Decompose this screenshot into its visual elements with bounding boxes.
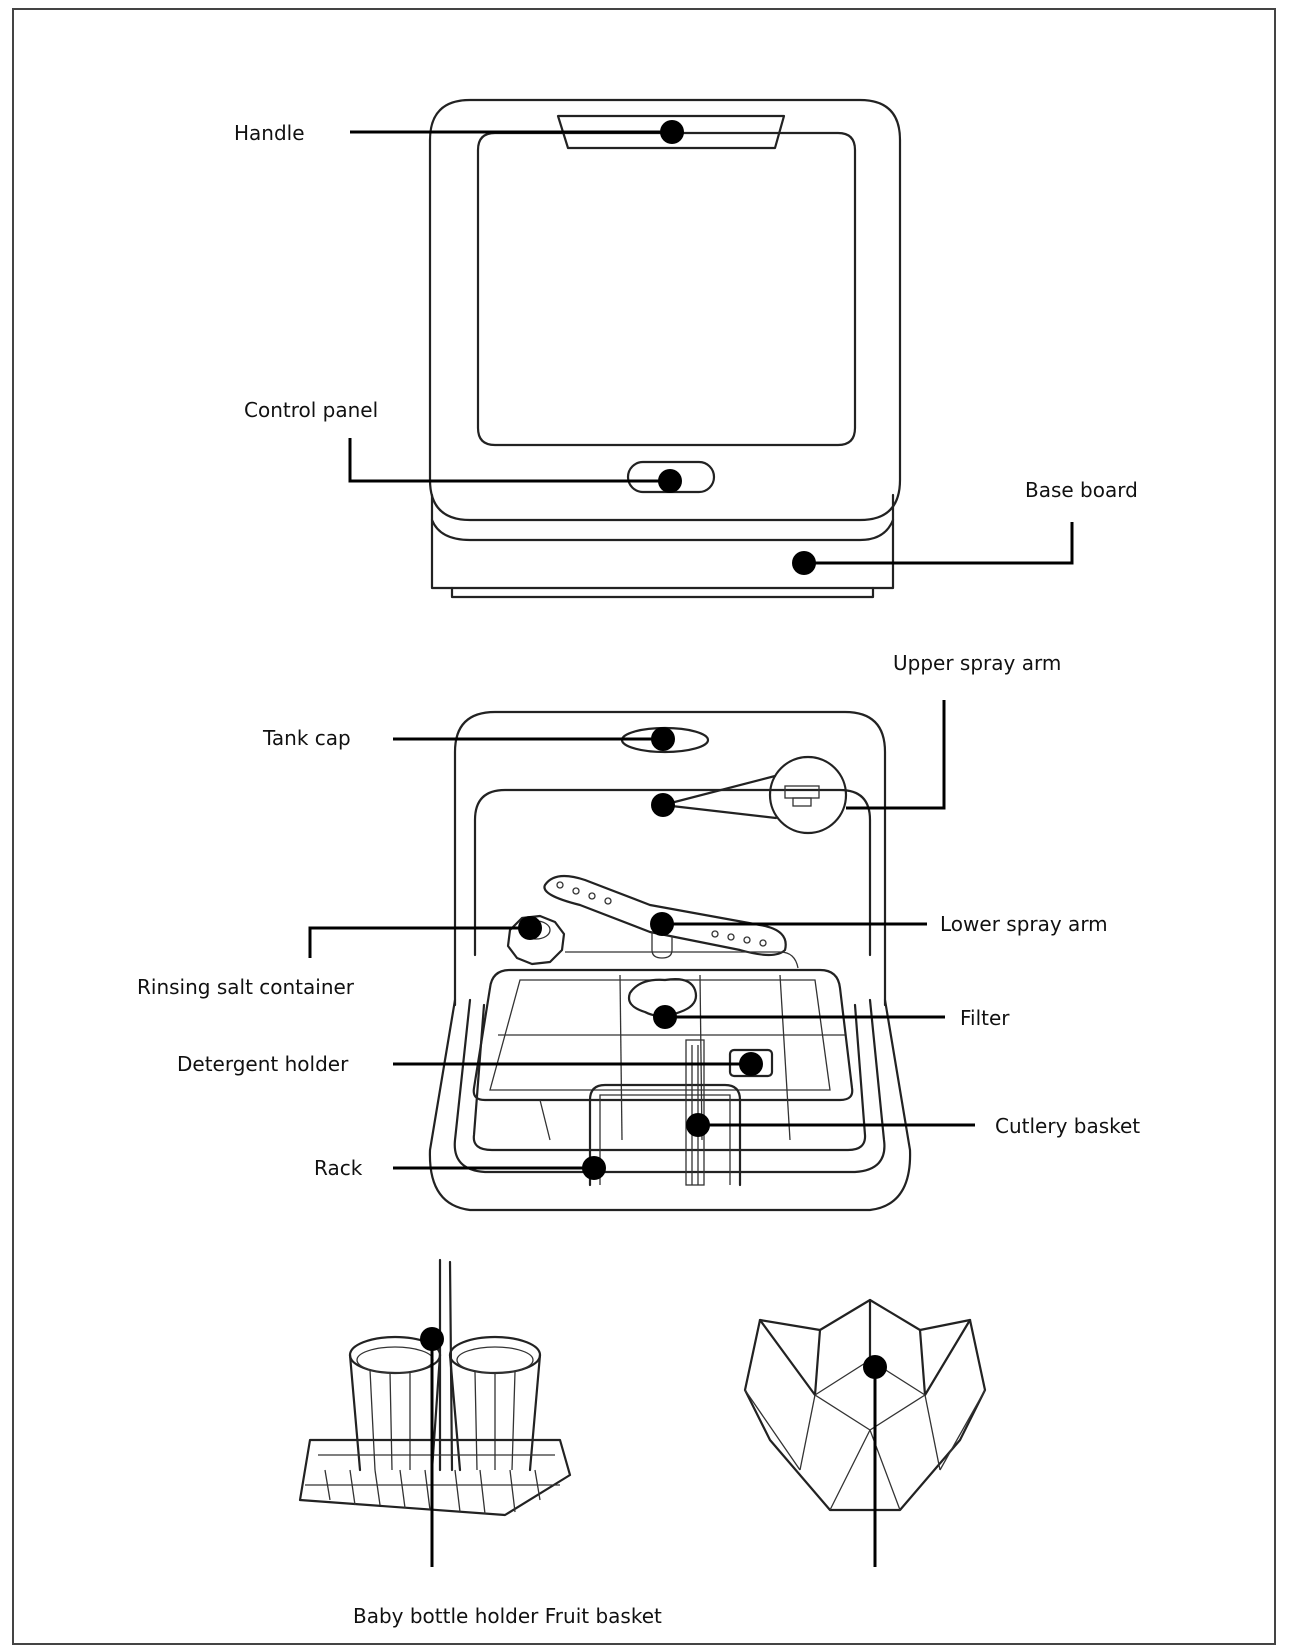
- handle-label: Handle: [234, 121, 305, 145]
- lower-spray-arm-leader: [650, 912, 927, 936]
- dishwasher-open-illustration: [428, 710, 912, 1212]
- control-panel-leader: [348, 438, 682, 493]
- tank-cap-leader: [393, 727, 675, 751]
- upper-spray-arm-leader: [651, 700, 946, 817]
- rack-label: Rack: [314, 1156, 363, 1180]
- cutlery-basket-leader: [686, 1113, 975, 1137]
- bottom-caption: Baby bottle holder Fruit basket: [353, 1604, 662, 1628]
- detergent-holder-leader: [393, 1052, 763, 1076]
- filter-label: Filter: [960, 1006, 1010, 1030]
- dishwasher-closed-illustration: [428, 98, 902, 599]
- baby-bottle-holder-illustration: [298, 1258, 572, 1517]
- detergent-holder-label: Detergent holder: [177, 1052, 349, 1076]
- cutlery-basket-label: Cutlery basket: [995, 1114, 1140, 1138]
- lower-spray-arm-label: Lower spray arm: [940, 912, 1108, 936]
- rinsing-salt-container-leader: [308, 916, 542, 958]
- fruit-basket-leader: [863, 1355, 887, 1567]
- base-board-label: Base board: [1025, 478, 1138, 502]
- rack-leader: [393, 1156, 606, 1180]
- filter-leader: [653, 1005, 945, 1029]
- fruit-basket-illustration: [743, 1298, 987, 1512]
- control-panel-label: Control panel: [244, 398, 378, 422]
- handle-leader: [350, 120, 684, 144]
- baby-bottle-holder-leader: [420, 1327, 444, 1567]
- upper-spray-arm-label: Upper spray arm: [893, 651, 1061, 675]
- rinsing-salt-container-label: Rinsing salt container: [137, 975, 355, 999]
- base-board-leader: [792, 522, 1074, 575]
- diagram-frame: [12, 8, 1276, 1645]
- tank-cap-label: Tank cap: [262, 726, 351, 750]
